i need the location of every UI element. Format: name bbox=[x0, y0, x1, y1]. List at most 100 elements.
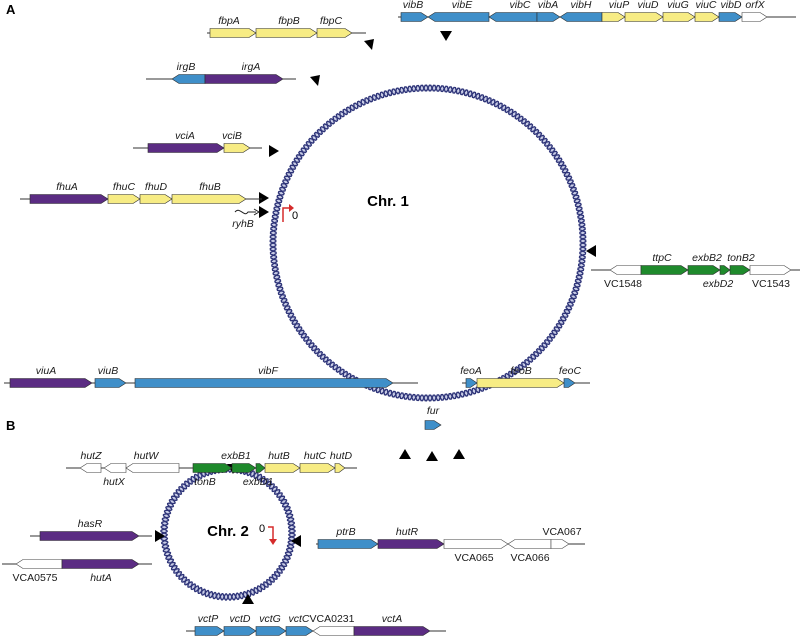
gene-arrow-vc1543 bbox=[749, 265, 792, 275]
locus-marker-triangle bbox=[310, 75, 320, 86]
gene-arrow-hutz bbox=[79, 463, 102, 473]
gene-cluster-viu: viuA viuB vibF bbox=[4, 365, 418, 388]
gene-arrow-vibh bbox=[559, 12, 603, 22]
gene-arrow-viug bbox=[662, 12, 696, 22]
locus-marker-triangle bbox=[155, 530, 165, 542]
gene-arrow-viua bbox=[9, 378, 93, 388]
gene-label-hutz: hutZ bbox=[80, 450, 102, 462]
gene-arrow-fur bbox=[424, 420, 442, 430]
locus-marker-triangle bbox=[453, 449, 465, 459]
gene-label-vcta: vctA bbox=[382, 613, 402, 625]
gene-arrow-vcia bbox=[147, 143, 225, 153]
locus-marker-triangle bbox=[440, 31, 452, 41]
locus-marker-triangle bbox=[364, 39, 374, 50]
chromosome-2-label: Chr. 2 bbox=[207, 523, 249, 540]
gene-arrow-vc1548 bbox=[609, 265, 642, 275]
gene-label-fhud: fhuD bbox=[145, 181, 168, 193]
gene-label-fbpb: fbpB bbox=[278, 15, 300, 27]
gene-arrow-vibc bbox=[488, 12, 538, 22]
gene-cluster-irg: irgB irgA bbox=[146, 61, 296, 84]
gene-label-hutx: hutX bbox=[103, 476, 126, 488]
gene-label-vc1543: VC1543 bbox=[752, 278, 790, 290]
gene-label-tonb2: tonB2 bbox=[727, 252, 755, 264]
gene-label-viug: viuG bbox=[667, 0, 689, 11]
gene-cluster-ryhB: ryhB bbox=[232, 208, 260, 230]
panel-label-a: A bbox=[6, 2, 16, 17]
gene-label-hutd: hutD bbox=[330, 450, 353, 462]
locus-markers bbox=[155, 31, 596, 604]
gene-arrow-irga bbox=[204, 74, 284, 84]
gene-arrow-fbpc bbox=[316, 28, 353, 38]
gene-label-vcia: vciA bbox=[175, 130, 195, 142]
gene-arrow-vctd bbox=[223, 626, 257, 636]
gene-arrow-fhua bbox=[29, 194, 109, 204]
gene-label-viua: viuA bbox=[36, 365, 56, 377]
gene-label-hasr: hasR bbox=[78, 518, 103, 530]
gene-arrow-hutr bbox=[377, 539, 445, 549]
gene-label-hutw: hutW bbox=[134, 450, 160, 462]
gene-arrow-exbb1 bbox=[231, 463, 257, 473]
gene-arrow-vca0575 bbox=[15, 559, 63, 569]
gene-label-exbb2: exbB2 bbox=[692, 252, 722, 264]
gene-label-vctd: vctD bbox=[230, 613, 251, 625]
locus-marker-triangle bbox=[269, 145, 279, 157]
chromosome-1-backbone bbox=[270, 85, 586, 401]
gene-label-vca067: VCA067 bbox=[542, 526, 581, 538]
gene-arrow-vca066 bbox=[507, 539, 552, 549]
gene-arrow-vibb bbox=[400, 12, 429, 22]
gene-arrow-fbpa bbox=[209, 28, 257, 38]
gene-arrow-exbd1 bbox=[255, 463, 266, 473]
chromosome-2-origin-label: 0 bbox=[259, 523, 265, 535]
gene-arrow-viup bbox=[601, 12, 626, 22]
gene-arrow-vibd bbox=[718, 12, 743, 22]
chromosome-1-origin-label: 0 bbox=[292, 210, 298, 222]
gene-label-vibd: vibD bbox=[720, 0, 741, 11]
gene-arrow-irgb bbox=[171, 74, 206, 84]
gene-label-vca0231: VCA0231 bbox=[310, 613, 355, 625]
locus-marker-triangle bbox=[586, 245, 596, 257]
gene-arrow-vca065 bbox=[443, 539, 509, 549]
gene-label-viuc: viuC bbox=[695, 0, 716, 11]
chromosome-2-strand bbox=[160, 465, 296, 601]
gene-label-vibc: vibC bbox=[509, 0, 530, 11]
gene-arrow-fhub bbox=[171, 194, 247, 204]
gene-arrow-vctg bbox=[255, 626, 287, 636]
locus-marker-triangle bbox=[291, 535, 301, 547]
gene-arrow-tonb bbox=[192, 463, 233, 473]
chromosome-2-origin-arrowhead bbox=[269, 539, 277, 545]
gene-arrow-fbpb bbox=[255, 28, 318, 38]
gene-label-viub: viuB bbox=[98, 365, 118, 377]
gene-arrow-hutw bbox=[125, 463, 180, 473]
gene-label-vca066: VCA066 bbox=[510, 552, 549, 564]
gene-arrow-vibe bbox=[427, 12, 490, 22]
panel-label-b: B bbox=[6, 418, 15, 433]
gene-label-fbpa: fbpA bbox=[218, 15, 240, 27]
gene-arrow-ptrb bbox=[317, 539, 379, 549]
gene-arrow-vca067 bbox=[550, 539, 570, 549]
gene-label-vctp: vctP bbox=[198, 613, 218, 625]
gene-label-tonb: tonB bbox=[194, 476, 216, 488]
gene-label-fhuc: fhuC bbox=[113, 181, 136, 193]
gene-label-vca0575: VCA0575 bbox=[13, 572, 58, 584]
gene-label-ptrb: ptrB bbox=[335, 526, 355, 538]
gene-label-vca065: VCA065 bbox=[454, 552, 493, 564]
chromosome-1 bbox=[269, 84, 587, 402]
gene-arrow-feob bbox=[476, 378, 565, 388]
gene-label-irgb: irgB bbox=[177, 61, 196, 73]
chromosome-1-origin-arrow bbox=[282, 207, 291, 222]
chromosome-1-label: Chr. 1 bbox=[367, 193, 409, 210]
gene-label-vibf: vibF bbox=[258, 365, 278, 377]
gene-label-irga: irgA bbox=[242, 61, 261, 73]
gene-label-exbb1: exbB1 bbox=[221, 450, 251, 462]
gene-label-feoa: feoA bbox=[460, 365, 482, 377]
gene-arrow-fhud bbox=[139, 194, 173, 204]
gene-arrow-vca0231 bbox=[312, 626, 355, 636]
